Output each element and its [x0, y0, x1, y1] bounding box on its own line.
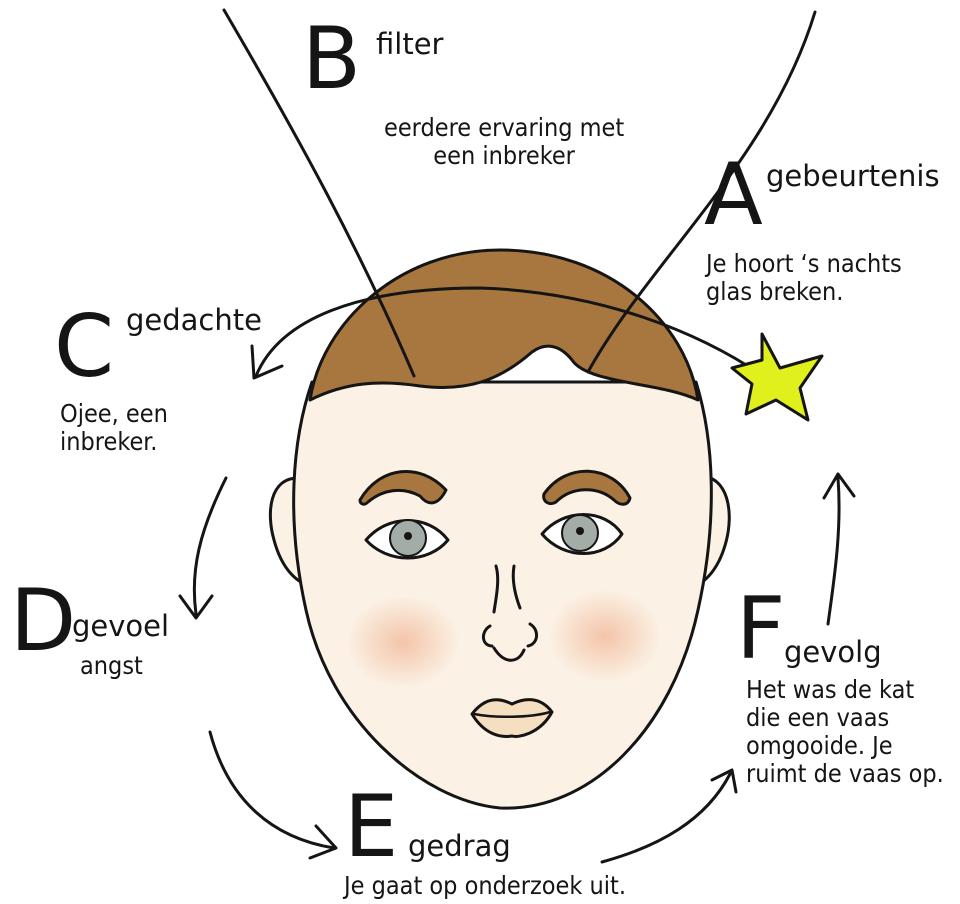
step-d-text: angst — [80, 652, 143, 680]
right-cheek-icon — [549, 590, 661, 682]
face-icon — [294, 382, 712, 808]
step-e-label: gedrag — [408, 832, 511, 861]
arrow-d-to-e — [210, 732, 334, 848]
step-d-letter: D — [10, 578, 76, 664]
step-b-text: eerdere ervaring met een inbreker — [384, 114, 624, 170]
step-c-label: gedachte — [126, 306, 262, 335]
step-b-label: filter — [376, 30, 443, 59]
step-f-letter: F — [736, 586, 785, 672]
right-pupil-icon — [576, 527, 584, 535]
step-a-text: Je hoort ‘s nachts glas breken. — [706, 250, 902, 306]
step-e-text: Je gaat op onderzoek uit. — [344, 872, 626, 900]
step-a-letter: A — [704, 152, 763, 238]
step-c-text: Ojee, een inbreker. — [60, 400, 168, 456]
star-icon — [732, 334, 822, 420]
step-f-label: gevolg — [784, 638, 882, 667]
step-c-letter: C — [54, 304, 114, 390]
arrow-f-to-a — [828, 478, 839, 624]
left-cheek-icon — [347, 596, 459, 688]
arrow-head-f-icon — [712, 770, 736, 792]
arrow-e-to-f — [602, 774, 730, 862]
step-e-letter: E — [344, 784, 398, 870]
arrow-head-e-icon — [310, 826, 336, 858]
step-a-label: gebeurtenis — [766, 162, 940, 191]
step-d-label: gevoel — [72, 612, 169, 641]
step-f-text: Het was de kat die een vaas omgooide. Je… — [746, 676, 944, 788]
step-b-letter: B — [302, 16, 361, 102]
arrow-c-to-d — [194, 478, 226, 614]
left-pupil-icon — [404, 532, 412, 540]
